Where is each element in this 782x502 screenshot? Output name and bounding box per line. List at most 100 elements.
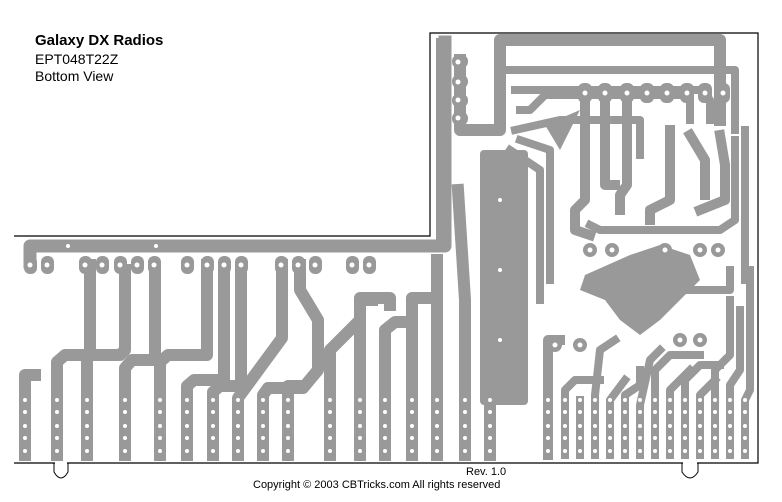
edge-hole bbox=[683, 449, 687, 453]
edge-hole bbox=[435, 436, 439, 440]
edge-hole bbox=[185, 410, 189, 414]
edge-hole bbox=[728, 449, 732, 453]
edge-hole bbox=[158, 436, 162, 440]
edge-hole bbox=[563, 424, 567, 428]
model-number: EPT048T22Z bbox=[35, 51, 119, 67]
edge-hole bbox=[286, 410, 290, 414]
edge-hole bbox=[608, 398, 612, 402]
edge-hole bbox=[236, 398, 240, 402]
edge-hole bbox=[653, 398, 657, 402]
edge-hole bbox=[286, 449, 290, 453]
edge-hole bbox=[23, 410, 27, 414]
edge-hole bbox=[383, 424, 387, 428]
edge-hole bbox=[743, 424, 747, 428]
edge-hole bbox=[358, 449, 362, 453]
edge-hole bbox=[435, 398, 439, 402]
edge-hole bbox=[261, 436, 265, 440]
edge-hole bbox=[261, 398, 265, 402]
edge-hole bbox=[728, 398, 732, 402]
edge-hole bbox=[668, 436, 672, 440]
edge-hole bbox=[743, 436, 747, 440]
edge-hole bbox=[410, 436, 414, 440]
edge-hole bbox=[85, 410, 89, 414]
edge-hole bbox=[358, 398, 362, 402]
edge-hole bbox=[435, 410, 439, 414]
edge-hole bbox=[638, 424, 642, 428]
edge-hole bbox=[328, 449, 332, 453]
brand-title: Galaxy DX Radios bbox=[35, 32, 164, 49]
edge-hole bbox=[546, 449, 550, 453]
edge-hole bbox=[55, 436, 59, 440]
edge-hole bbox=[653, 436, 657, 440]
mounting-tab-right bbox=[681, 463, 699, 479]
edge-hole bbox=[85, 436, 89, 440]
edge-hole bbox=[328, 410, 332, 414]
edge-hole bbox=[653, 449, 657, 453]
edge-hole bbox=[698, 424, 702, 428]
edge-hole bbox=[358, 424, 362, 428]
edge-hole bbox=[211, 398, 215, 402]
edge-hole bbox=[563, 436, 567, 440]
edge-hole bbox=[463, 449, 467, 453]
edge-hole bbox=[85, 424, 89, 428]
edge-hole bbox=[211, 424, 215, 428]
edge-hole bbox=[728, 410, 732, 414]
edge-hole bbox=[463, 436, 467, 440]
edge-hole bbox=[123, 449, 127, 453]
edge-hole bbox=[608, 436, 612, 440]
edge-hole bbox=[158, 410, 162, 414]
edge-hole bbox=[55, 398, 59, 402]
edge-hole bbox=[185, 449, 189, 453]
edge-hole bbox=[608, 424, 612, 428]
edge-hole bbox=[410, 449, 414, 453]
edge-hole bbox=[55, 424, 59, 428]
edge-hole bbox=[328, 436, 332, 440]
edge-hole bbox=[383, 410, 387, 414]
edge-hole bbox=[383, 436, 387, 440]
edge-hole bbox=[728, 424, 732, 428]
edge-hole bbox=[23, 436, 27, 440]
edge-hole bbox=[286, 424, 290, 428]
edge-hole bbox=[123, 424, 127, 428]
edge-hole bbox=[638, 410, 642, 414]
edge-hole bbox=[185, 436, 189, 440]
edge-hole bbox=[563, 410, 567, 414]
edge-hole bbox=[593, 410, 597, 414]
pads bbox=[23, 55, 747, 453]
edge-hole bbox=[623, 398, 627, 402]
edge-hole bbox=[123, 398, 127, 402]
edge-hole bbox=[158, 398, 162, 402]
edge-hole bbox=[383, 398, 387, 402]
edge-hole bbox=[578, 449, 582, 453]
edge-hole bbox=[358, 410, 362, 414]
edge-hole bbox=[698, 398, 702, 402]
edge-hole bbox=[578, 424, 582, 428]
edge-hole bbox=[743, 398, 747, 402]
edge-hole bbox=[546, 410, 550, 414]
edge-hole bbox=[211, 410, 215, 414]
edge-hole bbox=[683, 424, 687, 428]
edge-hole bbox=[23, 398, 27, 402]
edge-hole bbox=[123, 410, 127, 414]
edge-hole bbox=[85, 449, 89, 453]
edge-hole bbox=[683, 436, 687, 440]
edge-hole bbox=[743, 410, 747, 414]
edge-hole bbox=[286, 398, 290, 402]
edge-hole bbox=[358, 436, 362, 440]
edge-hole bbox=[698, 410, 702, 414]
edge-hole bbox=[563, 398, 567, 402]
edge-hole bbox=[410, 398, 414, 402]
edge-hole bbox=[713, 436, 717, 440]
edge-hole bbox=[236, 424, 240, 428]
edge-hole bbox=[261, 410, 265, 414]
edge-hole bbox=[713, 410, 717, 414]
edge-hole bbox=[623, 436, 627, 440]
edge-hole bbox=[236, 436, 240, 440]
edge-hole bbox=[593, 449, 597, 453]
edge-hole bbox=[488, 410, 492, 414]
edge-hole bbox=[463, 410, 467, 414]
edge-hole bbox=[410, 410, 414, 414]
edge-hole bbox=[593, 398, 597, 402]
edge-hole bbox=[623, 410, 627, 414]
